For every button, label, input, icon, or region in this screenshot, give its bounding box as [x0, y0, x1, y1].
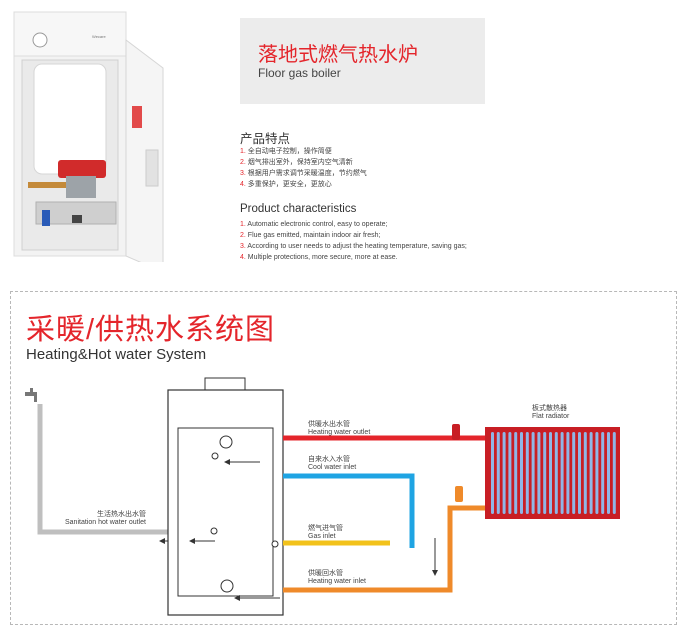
label-heating-inlet-en: Heating water inlet	[308, 578, 366, 585]
sanitation-pipe	[37, 404, 170, 535]
list-item: 3. 根据用户需求调节采暖温度，节约燃气	[240, 170, 367, 177]
list-item: 3. According to user needs to adjust the…	[240, 243, 467, 250]
heating-inlet-pipe	[283, 505, 488, 593]
radiator-tube	[496, 432, 500, 514]
radiator-tube	[583, 432, 587, 514]
label-heating-inlet-cn: 供暖回水管	[308, 568, 343, 577]
label-sanitation-en: Sanitation hot water outlet	[65, 519, 146, 526]
radiator-tube	[508, 432, 512, 514]
radiator-tube	[601, 432, 605, 514]
radiator-tube	[554, 432, 558, 514]
product-title-en: Floor gas boiler	[258, 66, 341, 80]
list-item: 1. 全自动电子控制，操作简便	[240, 148, 332, 155]
radiator-tube	[607, 432, 610, 514]
radiator-tube	[514, 432, 518, 514]
radiator-tube	[566, 432, 570, 514]
heating-system-diagram: 生活热水出水管 Sanitation hot water outlet 板式散热…	[25, 377, 620, 616]
system-title-cn: 采暖/供热水系统图	[26, 314, 276, 346]
faucet-icon	[25, 388, 37, 402]
radiator-tube	[520, 432, 523, 514]
features-heading-en: Product characteristics	[240, 203, 357, 215]
label-sanitation-cn: 生活热水出水管	[97, 509, 146, 518]
list-item: 4. 多重保护，更安全，更放心	[240, 181, 332, 188]
list-item: 1. Automatic electronic control, easy to…	[240, 221, 388, 228]
heating-inlet-valve	[455, 486, 463, 502]
system-diagram-frame	[10, 291, 677, 625]
product-badge: Wecare	[92, 34, 106, 39]
radiator-tube	[531, 432, 535, 514]
list-item: 2. 烟气排出室外，保持室内空气清新	[240, 159, 353, 166]
radiator-tube	[560, 432, 564, 514]
radiator-tube	[595, 432, 599, 514]
label-heating-outlet-cn: 供暖水出水管	[308, 419, 350, 428]
boiler-schematic	[167, 377, 284, 616]
list-item: 2. Flue gas emitted, maintain indoor air…	[240, 232, 381, 239]
product-title-box	[240, 18, 485, 104]
flat-radiator	[485, 427, 620, 519]
boiler-product-photo: Wecare	[8, 10, 178, 262]
list-item: 4. Multiple protections, more secure, mo…	[240, 254, 398, 261]
label-gas-inlet-cn: 燃气进气管	[308, 523, 343, 532]
radiator-tube	[578, 432, 581, 514]
radiator-tube	[491, 432, 494, 514]
label-gas-inlet-en: Gas inlet	[308, 533, 336, 540]
features-heading-cn: 产品特点	[240, 132, 291, 146]
features-list-en: 1. Automatic electronic control, easy to…	[240, 219, 467, 263]
radiator-tube	[549, 432, 552, 514]
radiator-tube	[537, 432, 541, 514]
features-list-cn: 1. 全自动电子控制，操作简便 2. 烟气排出室外，保持室内空气清新 3. 根据…	[240, 146, 367, 190]
product-title-cn: 落地式燃气热水炉	[258, 44, 418, 66]
label-cool-inlet-cn: 自来水入水管	[308, 454, 350, 463]
radiator-tube	[572, 432, 576, 514]
label-radiator-en: Flat radiator	[532, 413, 570, 420]
cool-inlet-pipe	[283, 473, 415, 548]
label-radiator-cn: 板式散热器	[532, 403, 567, 412]
label-heating-outlet-en: Heating water outlet	[308, 429, 370, 436]
radiator-tube	[502, 432, 506, 514]
system-title-en: Heating&Hot water System	[26, 346, 207, 363]
radiator-tubes	[491, 432, 616, 514]
label-cool-inlet-en: Cool water inlet	[308, 464, 356, 471]
heating-outlet-valve	[452, 424, 460, 440]
radiator-tube	[525, 432, 529, 514]
radiator-tube	[543, 432, 547, 514]
radiator-tube	[589, 432, 593, 514]
radiator-tube	[612, 432, 616, 514]
